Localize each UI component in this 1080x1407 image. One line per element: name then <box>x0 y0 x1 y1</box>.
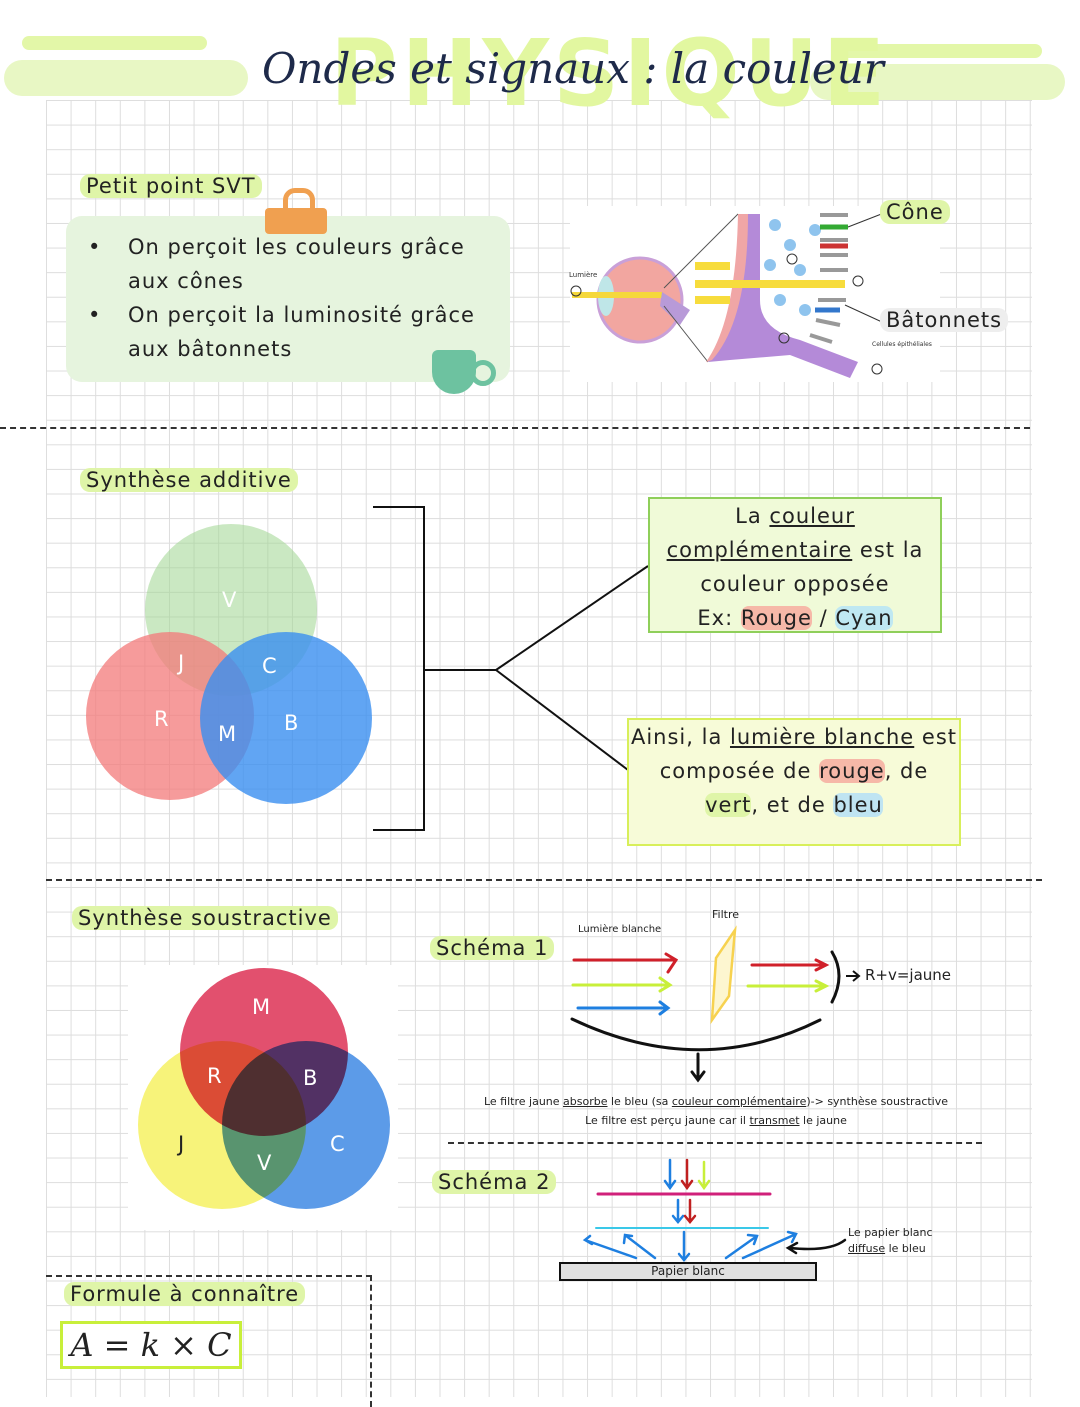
paper-note: Le papier blanc diffuse le bleu <box>848 1225 933 1257</box>
binder-clip-icon <box>265 188 327 234</box>
text: La <box>735 504 770 528</box>
text: transmet <box>749 1114 800 1127</box>
text: Le filtre jaune <box>483 1095 564 1108</box>
formula-expression: A = k × C <box>60 1321 242 1369</box>
label-lumiere: Lumière <box>569 271 597 279</box>
text-rouge: Rouge <box>740 606 812 630</box>
complementary-color-box: La couleur complémentaire est la couleur… <box>648 497 942 633</box>
watermark: PHYSIQUE <box>330 20 890 127</box>
section-divider <box>448 1142 982 1144</box>
venn-label-v: V <box>257 1151 273 1175</box>
text-vert: vert <box>705 793 752 817</box>
result-label: R+v=jaune <box>865 966 952 984</box>
text: est la <box>852 538 924 562</box>
bullet-text: aux bâtonnets <box>128 337 293 361</box>
section-heading-subtractive: Synthèse soustractive <box>72 906 338 930</box>
text: / <box>811 606 836 630</box>
venn-label-c: C <box>262 654 278 678</box>
text: diffuse <box>848 1242 886 1255</box>
schema2-label: Schéma 2 <box>432 1170 557 1194</box>
venn-label-m: M <box>218 722 238 746</box>
schema1-label: Schéma 1 <box>430 936 555 960</box>
label-cone: Cône <box>880 200 950 224</box>
venn-label-b: B <box>303 1066 319 1090</box>
text: lumière blanche <box>729 725 915 749</box>
page-title: Ondes et signaux : la couleur <box>262 44 884 93</box>
text: composée de <box>659 759 820 783</box>
text: )-> synthèse soustractive <box>806 1095 949 1108</box>
venn-label-j: J <box>178 651 186 675</box>
venn-label-m: M <box>252 995 272 1019</box>
text: , et de <box>751 793 834 817</box>
text: le jaune <box>799 1114 847 1127</box>
schema1-explanation: Le filtre jaune absorbe le bleu (sa coul… <box>456 1092 976 1130</box>
venn-label-b: B <box>284 711 300 735</box>
venn-label-r: R <box>207 1064 223 1088</box>
cup-icon <box>432 348 496 394</box>
venn-label-v: V <box>222 588 238 612</box>
text: complémentaire <box>666 538 853 562</box>
section-divider <box>46 879 1042 881</box>
lumiere-blanche-label: Lumière blanche <box>578 924 662 935</box>
bullet-text: aux cônes <box>128 269 244 293</box>
bullet-text: On perçoit les couleurs grâce <box>128 235 465 259</box>
text-cyan: Cyan <box>835 606 893 630</box>
text: absorbe <box>563 1095 608 1108</box>
text-bleu: bleu <box>833 793 883 817</box>
text: Ainsi, la <box>630 725 730 749</box>
label-cellules: Cellules épithéliales <box>872 341 932 348</box>
section-heading-svt: Petit point SVT <box>80 174 262 198</box>
section-divider <box>0 427 1030 429</box>
highlight-deco <box>842 44 1042 58</box>
text: , de <box>884 759 929 783</box>
filtre-label: Filtre <box>712 908 740 921</box>
text: couleur opposée <box>700 572 890 596</box>
papier-blanc-label: Papier blanc <box>651 1264 725 1278</box>
text: couleur <box>769 504 855 528</box>
formula-frame <box>46 1275 372 1407</box>
venn-label-r: R <box>154 707 170 731</box>
text: Le filtre est perçu jaune car il <box>585 1114 750 1127</box>
section-heading-additive: Synthèse additive <box>80 468 298 492</box>
label-batonnets: Bâtonnets <box>880 308 1009 332</box>
section-heading-formula: Formule à connaître <box>64 1282 306 1306</box>
text: Ex: <box>697 606 741 630</box>
text: le bleu (sa <box>607 1095 672 1108</box>
highlight-deco <box>810 64 1065 100</box>
text: est <box>914 725 958 749</box>
text: Le papier blanc <box>848 1226 933 1239</box>
text: le bleu <box>885 1242 926 1255</box>
highlight-deco <box>22 36 207 50</box>
text: couleur complémentaire <box>671 1095 807 1108</box>
venn-label-c: C <box>330 1132 346 1156</box>
white-light-box: Ainsi, la lumière blanche est composée d… <box>627 718 961 846</box>
bullet-text: On perçoit la luminosité grâce <box>128 303 475 327</box>
text-rouge: rouge <box>819 759 885 783</box>
venn-label-j: J <box>178 1132 186 1156</box>
highlight-deco <box>4 60 248 96</box>
